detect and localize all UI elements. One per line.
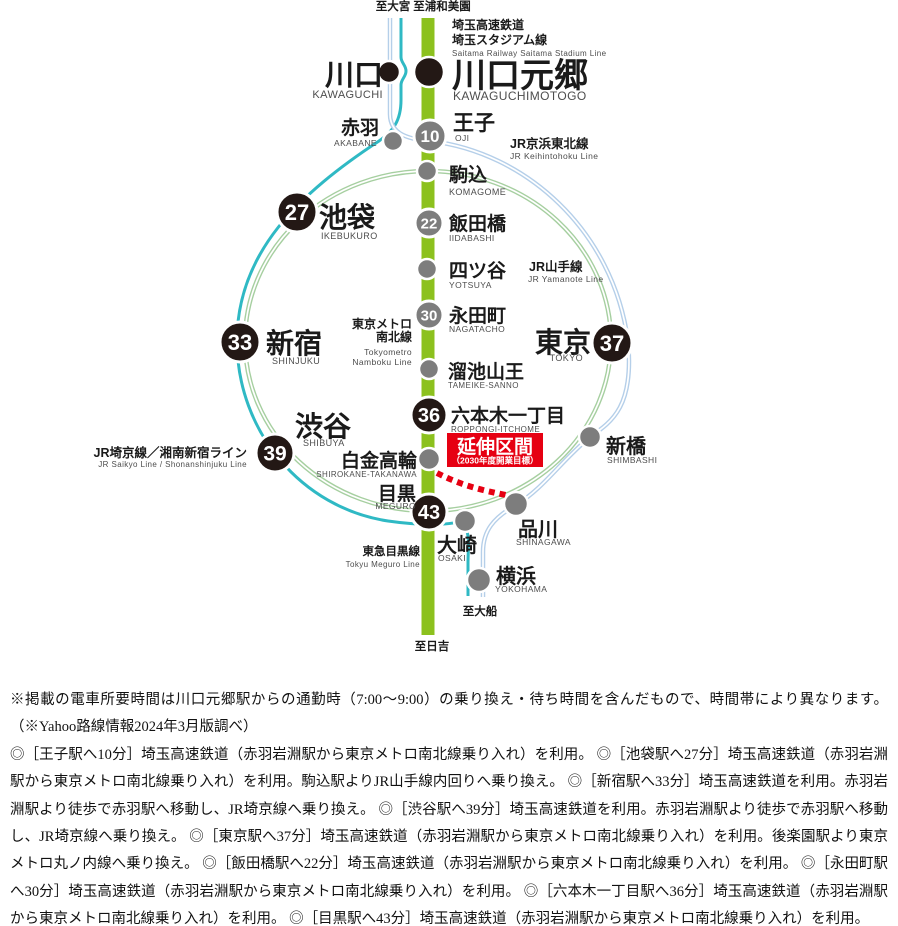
- line-namboku-en2: Namboku Line: [352, 357, 412, 367]
- station-minutes-badge-meguro: 43: [418, 502, 440, 524]
- station-dot-komagome: [415, 159, 439, 183]
- station-dot-kawaguchi: [376, 59, 402, 85]
- station-minutes-badge-nagatacho: 30: [421, 307, 438, 324]
- station-name-jp-kawaguchimotogo: 川口元郷: [452, 57, 588, 95]
- station-dot-meguro: [409, 492, 449, 532]
- station-name-jp-shinjuku: 新宿: [266, 327, 322, 359]
- station-name-en-roppongi-itchome: ROPPONGI-ITCHOME: [451, 425, 540, 434]
- station-dot-shibuya: [254, 432, 296, 474]
- station-name-en-shirokane-takanawa: SHIROKANE-TAKANAWA: [316, 470, 417, 479]
- extension-callout-subtitle: （2030年度開業目標）: [452, 456, 539, 466]
- station-name-jp-yokohama: 横浜: [496, 564, 536, 588]
- station-dot-nagatacho: [413, 299, 445, 331]
- station-minutes-badge-ikebukuro: 27: [285, 200, 309, 225]
- line-saitama-stadium-jp1: 埼玉高速鉄道: [452, 17, 524, 32]
- station-dot-yotsuya: [415, 257, 439, 281]
- line-keihintohoku-jp: JR京浜東北線: [510, 136, 589, 151]
- station-dot-shimbashi: [577, 424, 603, 450]
- terminal-ofuna: 至大船: [463, 604, 498, 618]
- notes-paragraph-disclaimer: ※掲載の電車所要時間は川口元郷駅からの通勤時（7:00～9:00）の乗り換え・待…: [10, 692, 888, 736]
- station-name-en-kawaguchi: KAWAGUCHI: [312, 89, 383, 101]
- station-name-en-kawaguchimotogo: KAWAGUCHIMOTOGO: [453, 89, 587, 103]
- station-name-jp-ikebukuro: 池袋: [319, 202, 376, 233]
- station-name-jp-akabane: 赤羽: [341, 117, 379, 139]
- station-minutes-badge-roppongi-itchome: 36: [418, 405, 440, 427]
- station-name-jp-shibuya: 渋谷: [295, 411, 352, 442]
- notes-block: ※掲載の電車所要時間は川口元郷駅からの通勤時（7:00～9:00）の乗り換え・待…: [0, 685, 898, 926]
- terminal-hiyoshi: 至日吉: [415, 639, 450, 653]
- extension-callout-box: [447, 433, 543, 467]
- station-dot-shinjuku: [218, 320, 262, 364]
- station-name-en-osaki: OSAKI: [438, 553, 466, 563]
- station-name-en-yotsuya: YOTSUYA: [449, 280, 492, 290]
- station-name-en-komagome: KOMAGOME: [449, 187, 506, 197]
- station-minutes-badge-iidabashi: 22: [421, 215, 438, 232]
- terminal-omiya: 至大宮: [376, 0, 411, 13]
- station-name-jp-tameike-sanno: 溜池山王: [448, 360, 524, 383]
- station-name-jp-kawaguchi: 川口: [325, 60, 383, 92]
- station-minutes-badge-oji: 10: [421, 127, 440, 146]
- line-tokyu-meguro-jp: 東急目黒線: [363, 544, 421, 558]
- station-name-en-meguro: MEGURO: [375, 501, 416, 511]
- line-saikyo-en: JR Saikyo Line / Shonanshinjuku Line: [98, 460, 247, 469]
- line-namboku-jp2: 南北線: [376, 329, 412, 344]
- station-dot-yokohama: [465, 566, 493, 594]
- station-name-en-shinjuku: SHINJUKU: [272, 356, 320, 366]
- station-minutes-badge-shibuya: 39: [263, 443, 286, 466]
- station-name-en-shibuya: SHIBUYA: [303, 438, 345, 448]
- line-namboku-jp1: 東京メトロ: [352, 316, 412, 331]
- station-dot-ikebukuro: [275, 190, 319, 234]
- station-name-jp-yotsuya: 四ツ谷: [449, 260, 507, 282]
- station-dot-shinagawa: [502, 490, 530, 518]
- station-name-jp-oji: 王子: [453, 112, 495, 135]
- station-dot-iidabashi: [413, 207, 445, 239]
- station-name-en-tameike-sanno: TAMEIKE-SANNO: [448, 381, 519, 390]
- extension-dotted-path: [435, 470, 516, 500]
- station-minutes-badge-shinjuku: 33: [228, 330, 252, 355]
- station-minutes-badge-tokyo: 37: [600, 331, 624, 356]
- terminal-urawamisono: 至浦和美園: [413, 0, 471, 13]
- station-dot-osaki: [452, 508, 478, 534]
- station-name-en-shinagawa: SHINAGAWA: [516, 537, 571, 547]
- station-name-en-akabane: AKABANE: [334, 138, 377, 148]
- station-name-en-tokyo: TOKYO: [550, 353, 583, 363]
- line-saikyo-jp: JR埼京線／湘南新宿ライン: [94, 445, 247, 460]
- line-tokyu-meguro-en: Tokyu Meguro Line: [346, 560, 421, 569]
- station-dot-kawaguchimotogo: [412, 55, 446, 89]
- station-dot-oji: [412, 118, 448, 154]
- station-dot-tameike-sanno: [417, 357, 441, 381]
- station-name-jp-shinagawa: 品川: [518, 518, 558, 541]
- line-yamanote-en: JR Yamanote Line: [528, 274, 604, 284]
- station-name-jp-komagome: 駒込: [449, 163, 487, 186]
- station-name-en-oji: OJI: [455, 133, 469, 143]
- station-name-jp-roppongi-itchome: 六本木一丁目: [451, 404, 565, 427]
- station-name-jp-osaki: 大崎: [437, 533, 477, 557]
- line-saitama-stadium-jp2: 埼玉スタジアム線: [452, 32, 547, 47]
- line-saitama-stadium-en: Saitama Railway Saitama Stadium Line: [452, 49, 607, 58]
- line-yamanote-jp: JR山手線: [529, 259, 583, 274]
- station-name-en-shimbashi: SHIMBASHI: [607, 455, 657, 465]
- station-dot-akabane: [381, 129, 405, 153]
- station-name-jp-iidabashi: 飯田橋: [448, 212, 507, 235]
- station-name-jp-nagatacho: 永田町: [448, 304, 506, 327]
- station-name-jp-shirokane-takanawa: 白金高輪: [341, 449, 418, 472]
- station-dot-tokyo: [590, 321, 634, 365]
- station-dot-roppongi-itchome: [409, 395, 449, 435]
- station-name-jp-meguro: 目黒: [378, 483, 416, 505]
- station-name-en-nagatacho: NAGATACHO: [449, 324, 505, 334]
- line-keihintohoku-en: JR Keihintohoku Line: [510, 151, 598, 161]
- station-name-jp-shimbashi: 新橋: [606, 434, 647, 458]
- extension-callout-title: 延伸区間: [456, 435, 533, 458]
- line-namboku-en1: Tokyometro: [364, 347, 412, 357]
- station-name-en-yokohama: YOKOHAMA: [495, 584, 547, 594]
- station-dot-shirokane-takanawa: [416, 446, 442, 472]
- station-name-en-iidabashi: IIDABASHI: [449, 233, 495, 243]
- notes-paragraph-routes: ◎［王子駅へ10分］埼玉高速鉄道（赤羽岩淵駅から東京メトロ南北線乗り入れ）を利用…: [10, 746, 888, 926]
- station-name-en-ikebukuro: IKEBUKURO: [321, 231, 378, 241]
- station-name-jp-tokyo: 東京: [535, 326, 591, 358]
